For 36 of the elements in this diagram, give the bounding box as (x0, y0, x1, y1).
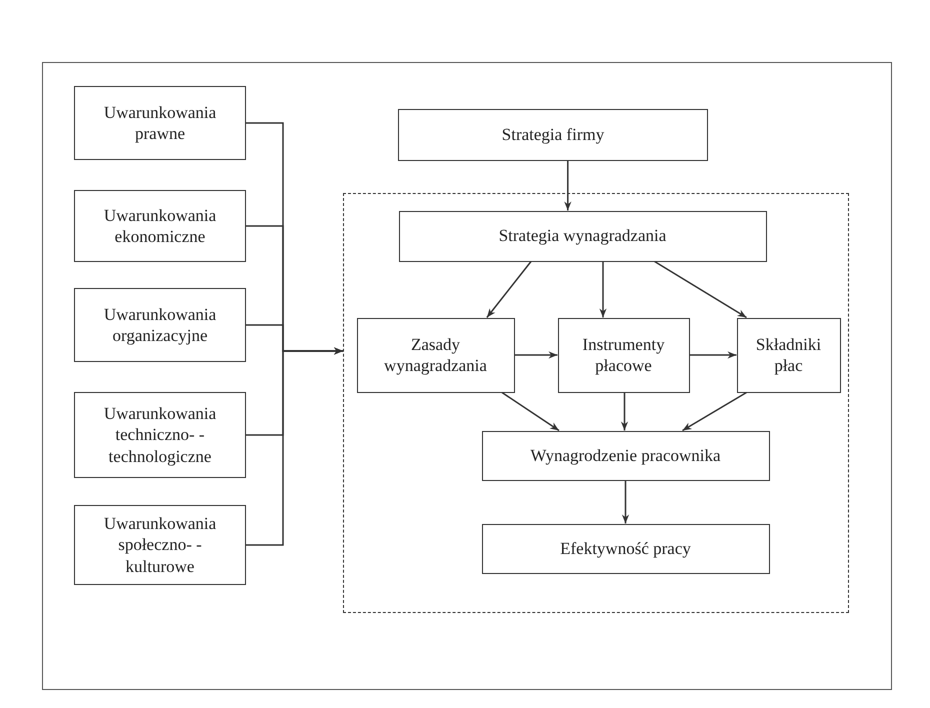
box-label: Strategia wynagradzania (498, 225, 668, 247)
process-box (74, 505, 246, 585)
process-box (398, 109, 708, 161)
process-box (74, 190, 246, 262)
box-label: Zasady wynagradzania (383, 334, 488, 376)
arrow (682, 392, 747, 432)
box-label: Strategia firmy (500, 124, 606, 146)
process-box (398, 210, 766, 262)
box-label: Instrumenty płacowe (581, 334, 666, 376)
arrow (502, 392, 560, 432)
box-label: Uwarunkowania społeczno- -kulturowe (102, 513, 218, 577)
process-box (356, 318, 514, 392)
arrow (246, 347, 343, 546)
arrow (486, 261, 532, 318)
box-label: Uwarunkowania ekonomiczne (102, 204, 218, 248)
arrow (690, 351, 736, 359)
arrow (620, 392, 628, 430)
process-box (482, 430, 770, 480)
process-box (482, 524, 770, 574)
dashed-boundary-box (343, 193, 849, 613)
box-label: Uwarunkowania techniczno- -technologiczne (102, 403, 218, 467)
process-box (74, 392, 246, 478)
box-label: Składniki płac (754, 334, 822, 376)
arrow (564, 161, 572, 210)
process-box (74, 288, 246, 362)
box-label: Uwarunkowania organizacyjne (102, 304, 218, 346)
arrow (514, 351, 558, 359)
arrow (654, 260, 747, 318)
arrow (622, 480, 630, 524)
box-label: Uwarunkowania prawne (102, 102, 218, 144)
process-box (736, 318, 840, 392)
box-label: Wynagrodzenie pracownika (529, 444, 722, 466)
box-label: Efektywność pracy (559, 538, 692, 560)
process-box (558, 318, 690, 392)
process-box (74, 86, 246, 160)
arrow (599, 262, 607, 318)
